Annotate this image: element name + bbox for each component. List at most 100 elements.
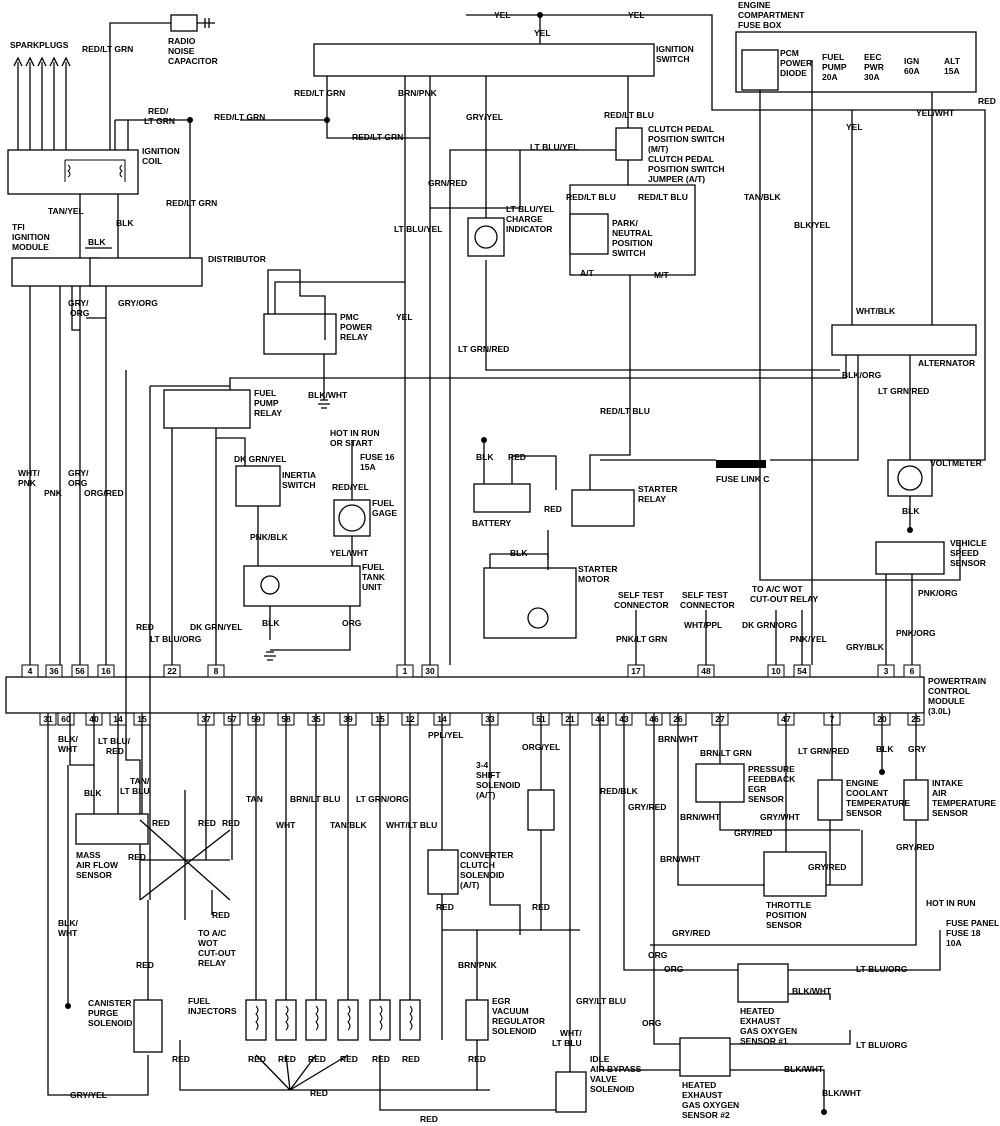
label-wire: BRN/PNK [398, 88, 438, 98]
label-iab: SOLENOID [590, 1084, 634, 1094]
injector-coil [347, 1005, 351, 1031]
label-wire: PNK/ORG [896, 628, 936, 638]
label-shift: 3-4 [476, 760, 489, 770]
label-fuse-link: FUSE LINK C [716, 474, 769, 484]
label-wire: DK GRN/ORG [742, 620, 798, 630]
tfi-module [11, 257, 101, 287]
label-ccs: SOLENOID [460, 870, 504, 880]
label-self-test: CONNECTOR [614, 600, 669, 610]
label-shift: (A/T) [476, 790, 496, 800]
charge-indicator [467, 217, 505, 257]
label-pcm: MODULE [928, 696, 965, 706]
label-wire: BLK/WHT [792, 986, 832, 996]
starter-relay [571, 489, 635, 527]
pcm-pin-number: 54 [797, 666, 807, 676]
label-wire: RED [310, 1088, 328, 1098]
label-wire: PNK/YEL [790, 634, 827, 644]
label-wire: BRN/WHT [660, 854, 701, 864]
label-wire: RED [222, 818, 240, 828]
label-wire: BRN/LT BLU [290, 794, 340, 804]
label-egr-vr: EGR [492, 996, 510, 1006]
label-wire: RED [420, 1114, 438, 1124]
pcm-pin-number: 22 [167, 666, 177, 676]
label-wire: GRY/RED [628, 802, 666, 812]
label-wire: GRY/YEL [466, 112, 503, 122]
injector-coil [285, 1005, 289, 1031]
label-wire: GRN/RED [428, 178, 467, 188]
label-starter-relay: STARTER [638, 484, 678, 494]
label-wire: BLK [262, 618, 280, 628]
label-fpr: FUEL [254, 388, 276, 398]
label-wire: LT BLU/YEL [530, 142, 578, 152]
label-maf: AIR FLOW [76, 860, 119, 870]
label-pfe: FEEDBACK [748, 774, 796, 784]
label-wire: BLK/YEL [794, 220, 830, 230]
distributor [89, 257, 203, 287]
label-tfi: MODULE [12, 242, 49, 252]
label-wire: RED [106, 746, 124, 756]
label-pcm: CONTROL [928, 686, 970, 696]
label-wire: RED [248, 1054, 266, 1064]
label-wire: BRN/PNK [458, 960, 498, 970]
label-wire: RED [308, 1054, 326, 1064]
label-wire: YEL [396, 312, 413, 322]
label-ect: SENSOR [846, 808, 882, 818]
label-ccs: (A/T) [460, 880, 480, 890]
label-fusebox: COMPARTMENT [738, 10, 805, 20]
label-wire: RED [128, 852, 146, 862]
pcm-module [5, 676, 925, 714]
label-ect: TEMPERATURE [846, 798, 910, 808]
label-wire: LT BLU/YEL [394, 224, 442, 234]
label-wire: RED [212, 910, 230, 920]
label-wire: WHT/PPL [684, 620, 722, 630]
label-wire: LT GRN/ORG [356, 794, 409, 804]
label-wire: GRY/ [68, 298, 89, 308]
pcm-pin-number: 17 [631, 666, 641, 676]
label-iat: INTAKE [932, 778, 963, 788]
label-tps: POSITION [766, 910, 807, 920]
label-wire: YEL/WHT [330, 548, 369, 558]
label-to-ac-wot: CUT-OUT [198, 948, 237, 958]
label-wire: YEL/WHT [916, 108, 955, 118]
label-starter-relay: RELAY [638, 494, 666, 504]
label-fuse-panel: 10A [946, 938, 962, 948]
label-to-ac-wot: TO A/C [198, 928, 226, 938]
label-fuel-gage: FUEL [372, 498, 394, 508]
label-wire: LT GRN/RED [878, 386, 929, 396]
label-wire: PNK/LT GRN [616, 634, 667, 644]
label-self-test: SELF TEST [618, 590, 665, 600]
label-wire: GRY/LT BLU [576, 996, 626, 1006]
label-tfi: IGNITION [12, 232, 50, 242]
label-ect: ENGINE [846, 778, 879, 788]
label-fusebox: FUSE BOX [738, 20, 782, 30]
battery [473, 483, 531, 513]
label-fpr: PUMP [254, 398, 279, 408]
label-wire: WHT/LT BLU [386, 820, 437, 830]
label-clutch: POSITION SWITCH [648, 164, 725, 174]
label-vss: VEHICLE [950, 538, 987, 548]
mass-air-flow-sensor [75, 813, 149, 845]
label-egr-vr: SOLENOID [492, 1026, 536, 1036]
label-wire: BLK [476, 452, 494, 462]
label-wire: RED [508, 452, 526, 462]
alternator [831, 324, 977, 356]
idle-air-bypass-solenoid [555, 1071, 587, 1113]
pcm-pin-number: 1 [403, 666, 408, 676]
label-tps: THROTTLE [766, 900, 812, 910]
label-fuse: 20A [822, 72, 838, 82]
label-to-ac: CUT-OUT RELAY [750, 594, 818, 604]
label-wire: BLK/WHT [784, 1064, 824, 1074]
label-wire: GRY/RED [672, 928, 710, 938]
label-wire: RED [152, 818, 170, 828]
label-wire: BLK [88, 237, 106, 247]
pmc-power-relay [263, 313, 337, 355]
canister-purge-solenoid [133, 999, 163, 1053]
label-voltmeter: VOLTMETER [930, 458, 982, 468]
label-wire: BLK/ [58, 918, 78, 928]
label-clutch: POSITION SWITCH [648, 134, 725, 144]
label-heg1: EXHAUST [740, 1016, 781, 1026]
intake-air-temp-sensor [903, 779, 929, 821]
